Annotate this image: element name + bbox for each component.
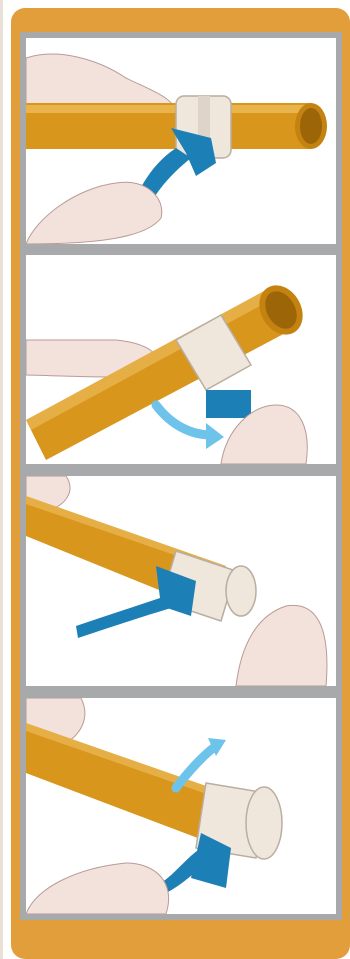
step-4-panel [26, 698, 336, 914]
instruction-panels [20, 32, 342, 920]
step-3-panel [26, 476, 336, 686]
step-1-panel [26, 38, 336, 244]
pipe-cutter-clamp-icon [26, 38, 336, 244]
instruction-frame [3, 0, 350, 959]
step-2-panel [26, 255, 336, 464]
pipe-cutter-handle-icon [26, 476, 336, 686]
pipe-cutter-rotate-icon [26, 255, 336, 464]
pipe-cutter-finish-icon [26, 698, 336, 914]
